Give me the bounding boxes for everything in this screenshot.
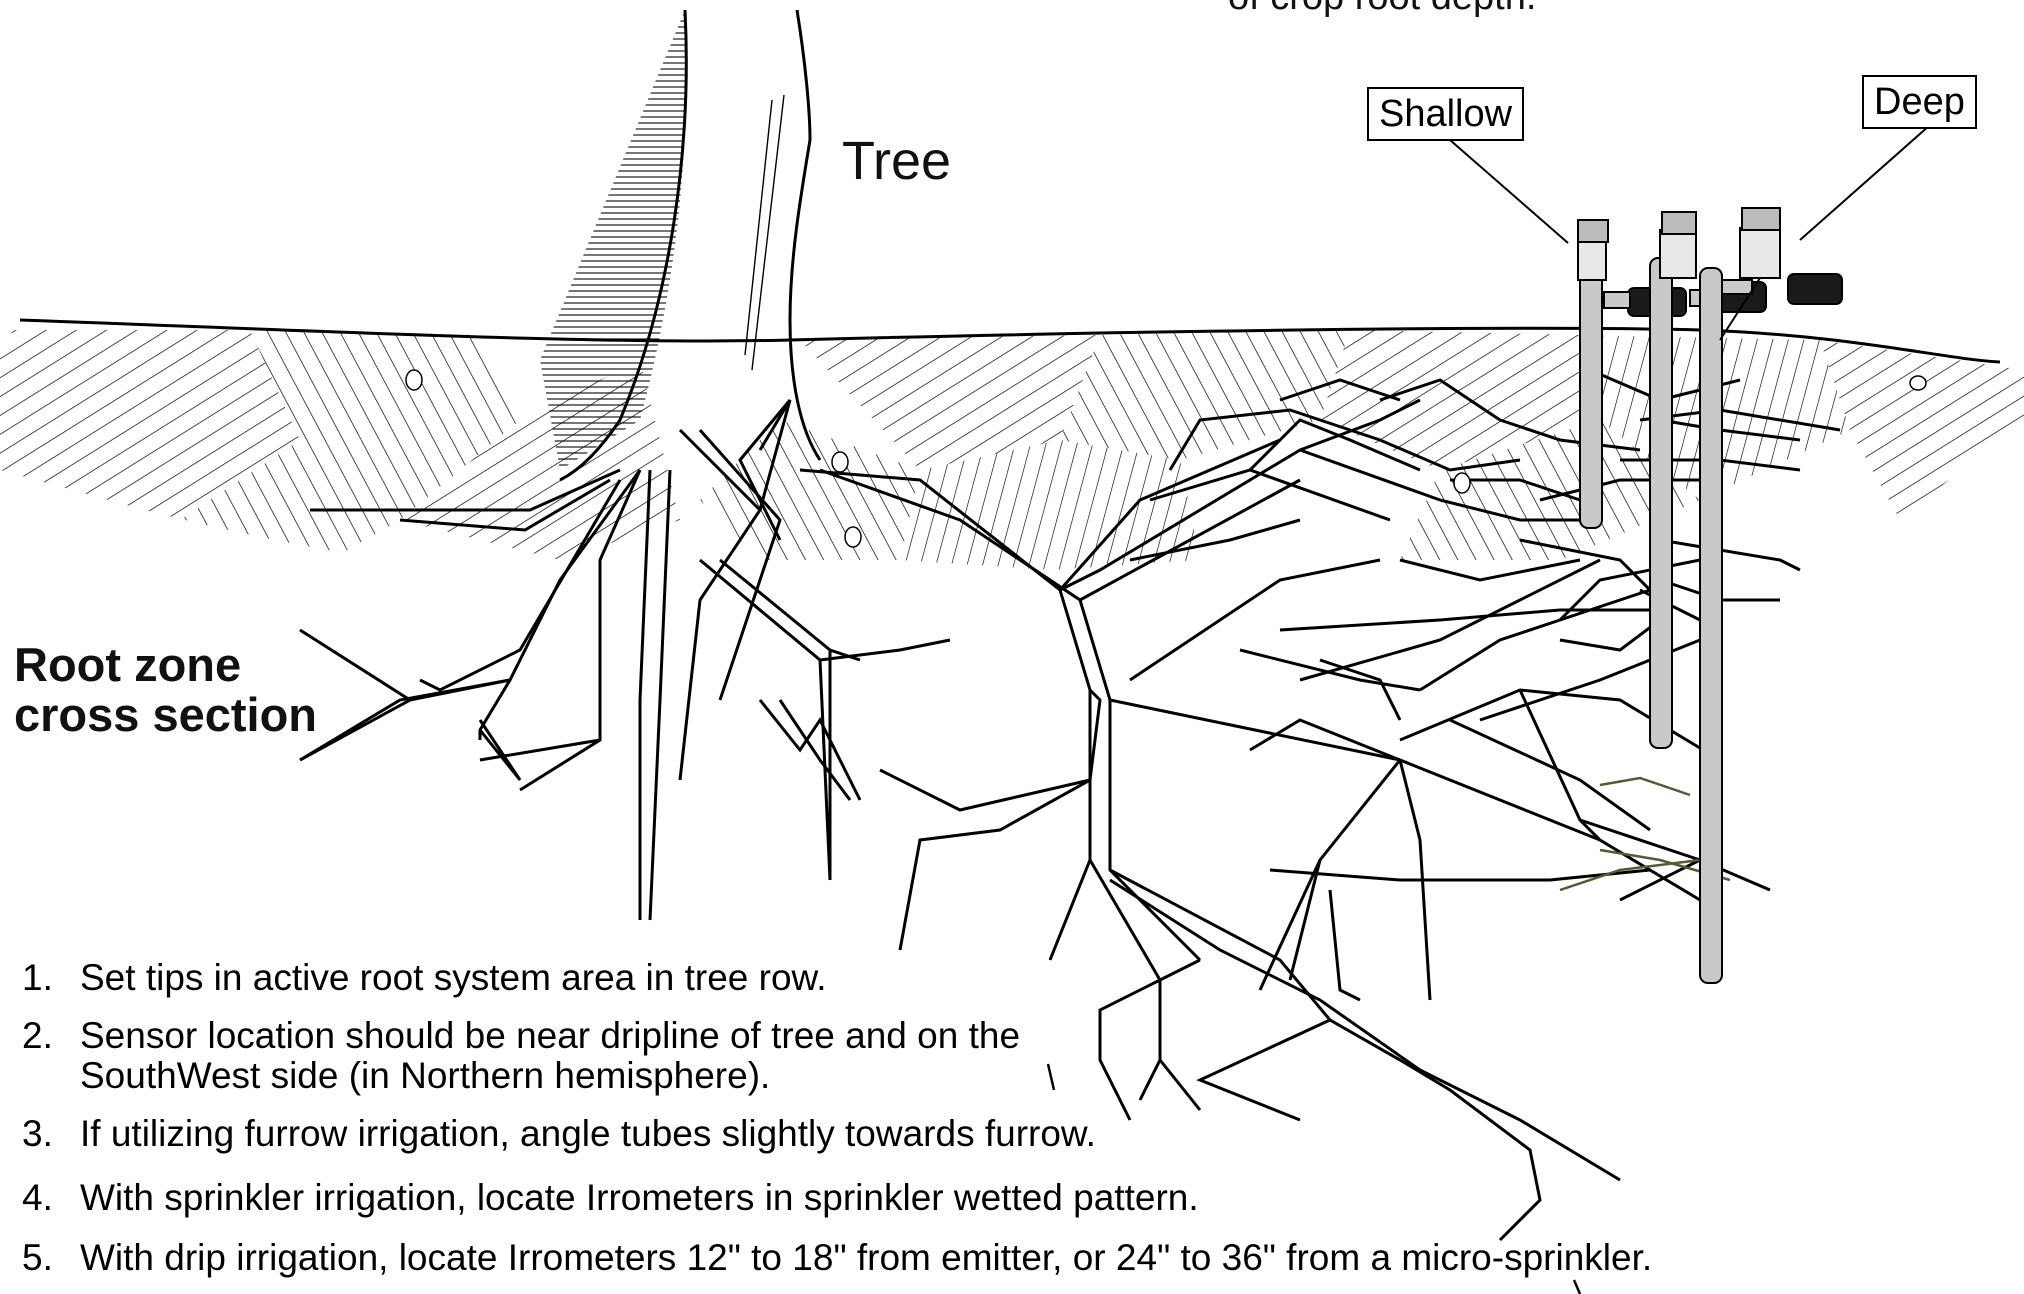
- instruction-text: Set tips in active root system area in t…: [80, 958, 827, 998]
- instruction-number: 2.: [22, 1016, 80, 1056]
- title-line-2: cross section: [14, 690, 354, 740]
- tree-label: Tree: [842, 130, 951, 192]
- diagram-title: Root zone cross section: [14, 640, 354, 740]
- instruction-number: 5.: [22, 1238, 80, 1278]
- instruction-number: 1.: [22, 958, 80, 998]
- instruction-item-1: 1.Set tips in active root system area in…: [22, 958, 827, 998]
- shallow-callout: Shallow: [1367, 87, 1524, 141]
- instruction-item-3: 3.If utilizing furrow irrigation, angle …: [22, 1114, 1096, 1154]
- instruction-item-4: 4.With sprinkler irrigation, locate Irro…: [22, 1178, 1199, 1218]
- instruction-number: 3.: [22, 1114, 80, 1154]
- instruction-text: With drip irrigation, locate Irrometers …: [80, 1238, 1652, 1278]
- deep-leader-line: [1800, 125, 1930, 240]
- instruction-text-continued: SouthWest side (in Northern hemisphere).: [80, 1056, 1020, 1096]
- instruction-item-2: 2.Sensor location should be near driplin…: [22, 1016, 1020, 1096]
- tensiometer-icon: [1578, 208, 1842, 983]
- tree-trunk-icon: [540, 10, 820, 480]
- shallow-leader-line: [1450, 140, 1568, 243]
- top-note-text: of crop root depth.: [1228, 0, 1536, 19]
- instruction-item-5: 5.With drip irrigation, locate Irrometer…: [22, 1238, 1652, 1278]
- deep-callout: Deep: [1862, 75, 1977, 129]
- instruction-text-block: Sensor location should be near dripline …: [80, 1016, 1020, 1096]
- instruction-number: 4.: [22, 1178, 80, 1218]
- title-line-1: Root zone: [14, 640, 354, 690]
- instruction-text: Sensor location should be near dripline …: [80, 1016, 1020, 1056]
- instruction-text: With sprinkler irrigation, locate Irrome…: [80, 1178, 1199, 1218]
- instruction-text: If utilizing furrow irrigation, angle tu…: [80, 1114, 1096, 1154]
